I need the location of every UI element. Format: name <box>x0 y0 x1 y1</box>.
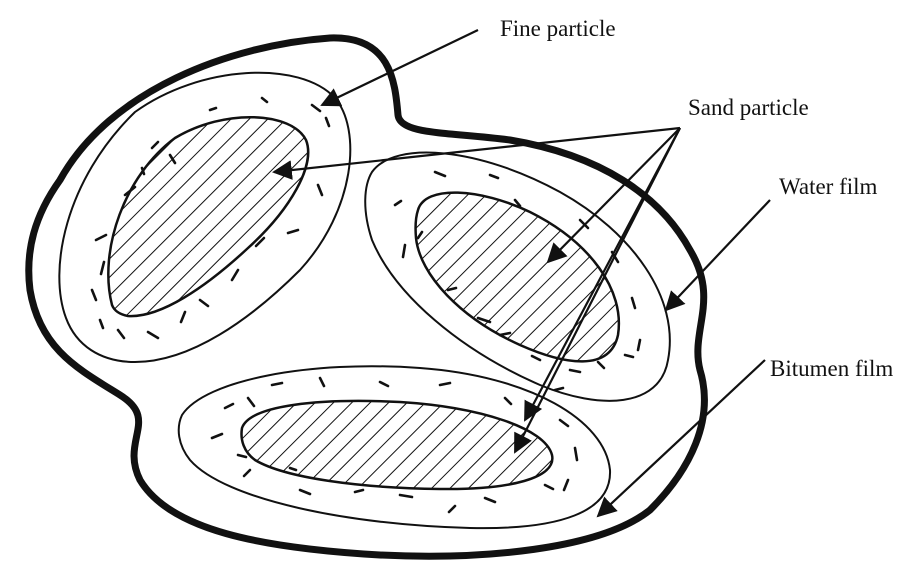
arrow-sand-right <box>548 128 680 262</box>
label-fine-particle: Fine particle <box>500 16 616 41</box>
sand-core-left <box>108 117 308 316</box>
sand-core-bottom <box>242 401 553 489</box>
label-bitumen-film: Bitumen film <box>770 356 893 381</box>
arrow-water-film <box>666 200 770 310</box>
label-water-film: Water film <box>779 174 878 199</box>
label-sand-particle: Sand particle <box>688 95 809 120</box>
arrow-bitumen-film <box>598 360 765 516</box>
sand-core-right <box>416 193 619 362</box>
